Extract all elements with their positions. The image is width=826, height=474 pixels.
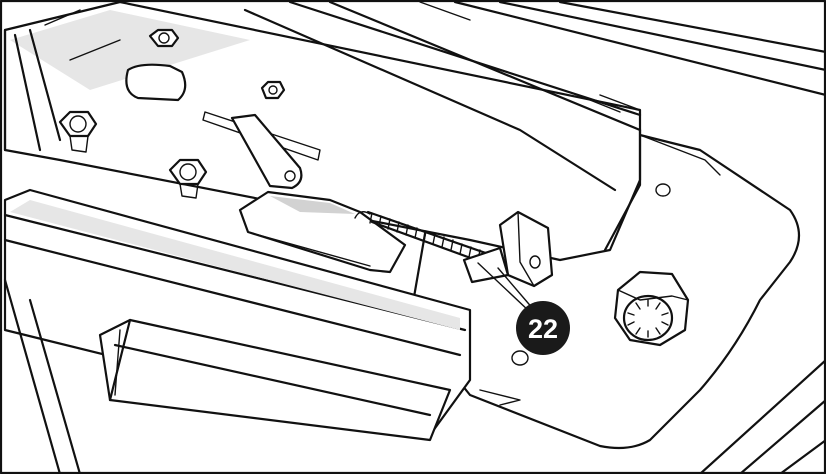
pedal xyxy=(238,190,407,274)
plate-hole-lower xyxy=(511,350,529,366)
hex-nut-2 xyxy=(168,158,208,199)
hex-nut-3 xyxy=(148,28,180,48)
bottom-rails xyxy=(3,278,826,474)
background-rails xyxy=(419,0,826,97)
callout-leader xyxy=(477,262,535,313)
hex-nut-4 xyxy=(260,80,286,100)
bolt-head xyxy=(613,270,690,347)
plate-hole-upper xyxy=(655,183,671,197)
callout-label: 22 xyxy=(528,314,558,344)
tray-slot xyxy=(125,63,187,102)
callout-circle xyxy=(516,301,570,355)
callout-22: 22 xyxy=(516,301,570,355)
main-tray xyxy=(3,0,642,262)
lever-arm xyxy=(230,113,303,190)
bottom-support xyxy=(98,318,452,442)
spring-bracket xyxy=(462,210,554,288)
hex-nut-1 xyxy=(58,110,98,153)
